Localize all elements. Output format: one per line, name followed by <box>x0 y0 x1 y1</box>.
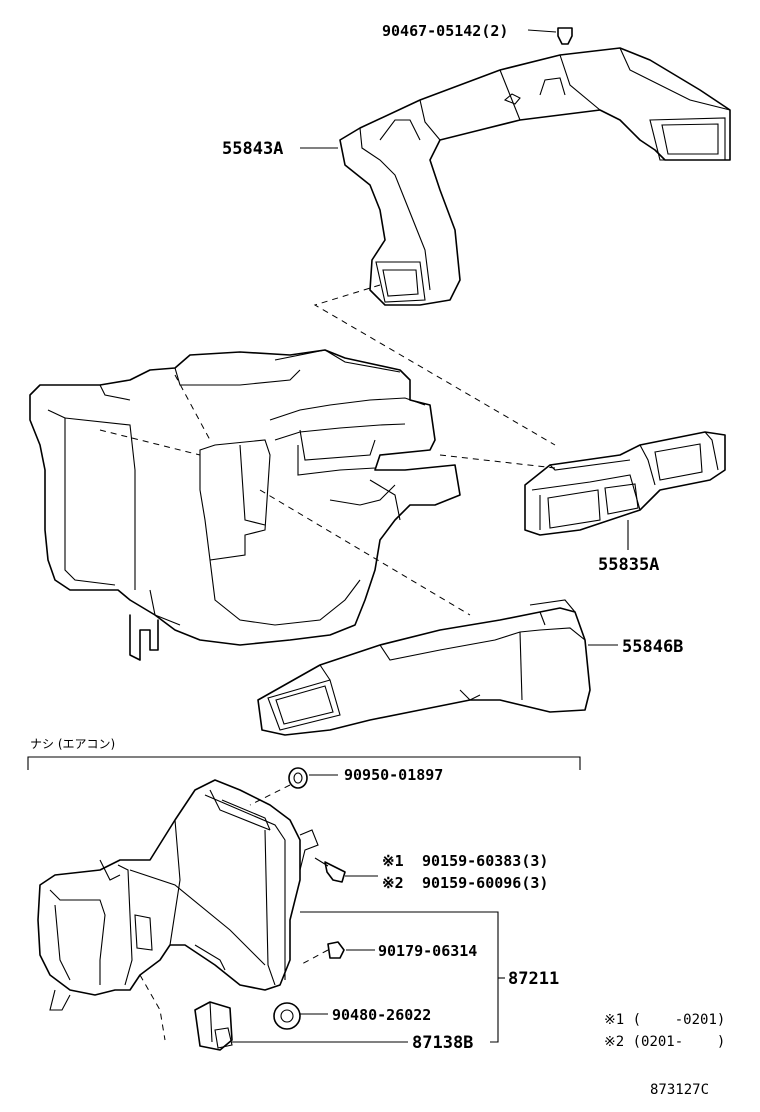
grommet-90480 <box>273 1002 328 1030</box>
section-bracket <box>27 756 581 770</box>
vent-55835a <box>524 431 726 550</box>
label-87138b: 87138B <box>412 1033 473 1053</box>
section-note: ナシ (エアコン) <box>30 737 115 751</box>
label-90179: 90179-06314 <box>378 942 477 960</box>
label-90159-1-mark: ※1 <box>382 852 404 870</box>
label-90467: 90467-05142(2) <box>382 22 508 40</box>
label-87211: 87211 <box>508 969 559 989</box>
heater-unit <box>29 349 461 661</box>
label-90480: 90480-26022 <box>332 1006 431 1024</box>
legend-note-2: ※2 (0201- ) <box>604 1034 725 1050</box>
label-55835a: 55835A <box>598 555 659 575</box>
diagram-id: 873127C <box>650 1082 709 1098</box>
guide-line-upper <box>313 284 556 446</box>
bracket-87211 <box>300 911 505 1043</box>
label-90950: 90950-01897 <box>344 766 443 784</box>
grommet-90950 <box>249 767 338 806</box>
duct-55843a <box>339 47 731 306</box>
label-55843a: 55843A <box>222 139 283 159</box>
clip-90467 <box>527 27 573 45</box>
label-90159-1: 90159-60383(3) <box>422 852 548 870</box>
label-90159-2: 90159-60096(3) <box>422 874 548 892</box>
resistor-87138b <box>194 1001 408 1051</box>
guide-line-lower <box>259 489 471 616</box>
guide-line-mid <box>439 454 556 469</box>
legend-note-1: ※1 ( -0201) <box>604 1012 725 1028</box>
label-90159-2-mark: ※2 <box>382 874 404 892</box>
clip-90179 <box>299 941 375 966</box>
duct-87211 <box>37 779 319 1041</box>
screw-90159 <box>314 857 378 883</box>
duct-55846b <box>257 599 618 736</box>
label-55846b: 55846B <box>622 637 683 657</box>
